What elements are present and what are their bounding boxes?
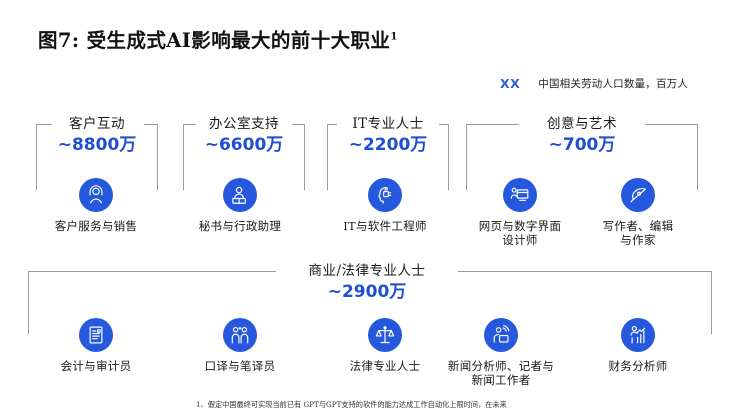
occupation-item-financial-analyst[interactable]: 财务分析师 [570, 318, 706, 373]
bracket-gap-4 [519, 118, 645, 131]
group-label-office-support: 办公室支持 ~6600万 [169, 117, 319, 155]
footnote: 1、假定中国最终可实现当前已有 GPT与GPT支持的软件的能力达成工作自动化上限… [196, 400, 507, 409]
scales-of-justice-icon [368, 318, 402, 352]
group-value: ~2900万 [327, 281, 407, 302]
group-value: ~6600万 [204, 134, 284, 155]
reporter-broadcast-icon [484, 318, 518, 352]
occupation-item-secretary-admin[interactable]: 秘书与行政助理 [165, 178, 315, 233]
group-label-it-professionals: IT专业人士 ~2200万 [313, 117, 463, 155]
occupation-caption: 网页与数字界面 设计师 [478, 219, 562, 248]
group-label-customer-interaction: 客户互动 ~8800万 [22, 117, 172, 155]
occupation-item-writer-editor[interactable]: 写作者、编辑 与作家 [570, 178, 706, 248]
web-design-icon [503, 178, 537, 212]
office-assistant-icon [223, 178, 257, 212]
occupation-caption: 口译与笔译员 [204, 359, 276, 373]
occupation-caption: 客户服务与销售 [54, 219, 138, 233]
finance-chart-person-icon [621, 318, 655, 352]
legend-key: XX [500, 76, 521, 91]
occupation-item-interpreter-translator[interactable]: 口译与笔译员 [165, 318, 315, 373]
occupation-item-accountant-auditor[interactable]: 会计与审计员 [21, 318, 171, 373]
occupation-caption: 会计与审计员 [60, 359, 132, 373]
ai-brain-chip-icon [368, 178, 402, 212]
group-name: 办公室支持 [209, 116, 279, 132]
occupation-item-it-software-engineer[interactable]: IT与软件工程师 [310, 178, 460, 233]
title-footnote-marker: 1 [390, 31, 398, 43]
group-value: ~8800万 [57, 134, 137, 155]
group-name: 商业/法律专业人士 [308, 263, 426, 279]
group-name: IT专业人士 [352, 116, 424, 132]
occupation-caption: 写作者、编辑 与作家 [602, 219, 674, 248]
bracket-gap-5 [276, 265, 458, 278]
occupation-caption: 秘书与行政助理 [198, 219, 282, 233]
two-people-speech-icon [223, 318, 257, 352]
group-label-creative-arts: 创意与艺术 ~700万 [507, 117, 657, 155]
occupation-item-web-digital-designer[interactable]: 网页与数字界面 设计师 [452, 178, 588, 248]
occupation-caption: 法律专业人士 [349, 359, 421, 373]
legend-description: 中国相关劳动人口数量，百万人 [538, 78, 689, 90]
group-label-business-legal: 商业/法律专业人士 ~2900万 [292, 264, 442, 302]
page-title: 图7: 受生成式AI影响最大的前十大职业1 [38, 24, 398, 53]
group-name: 客户互动 [69, 116, 125, 132]
ledger-document-icon [79, 318, 113, 352]
bracket-gap-2 [196, 118, 292, 131]
group-name: 创意与艺术 [547, 116, 617, 132]
occupation-caption: 财务分析师 [608, 359, 668, 373]
occupation-caption: 新闻分析师、记者与 新闻工作者 [447, 359, 555, 388]
headset-agent-icon [79, 178, 113, 212]
group-value: ~700万 [548, 134, 616, 155]
bracket-gap-1 [52, 118, 144, 131]
bracket-gap-3 [337, 118, 439, 131]
page-title-text: 图7: 受生成式AI影响最大的前十大职业 [38, 29, 391, 52]
occupation-item-customer-service[interactable]: 客户服务与销售 [21, 178, 171, 233]
pen-writing-icon [621, 178, 655, 212]
group-value: ~2200万 [348, 134, 428, 155]
occupation-item-legal-professional[interactable]: 法律专业人士 [310, 318, 460, 373]
occupation-caption: IT与软件工程师 [343, 219, 427, 233]
legend: XX 中国相关劳动人口数量，百万人 [500, 76, 688, 91]
occupation-item-news-analyst-reporter[interactable]: 新闻分析师、记者与 新闻工作者 [428, 318, 574, 388]
